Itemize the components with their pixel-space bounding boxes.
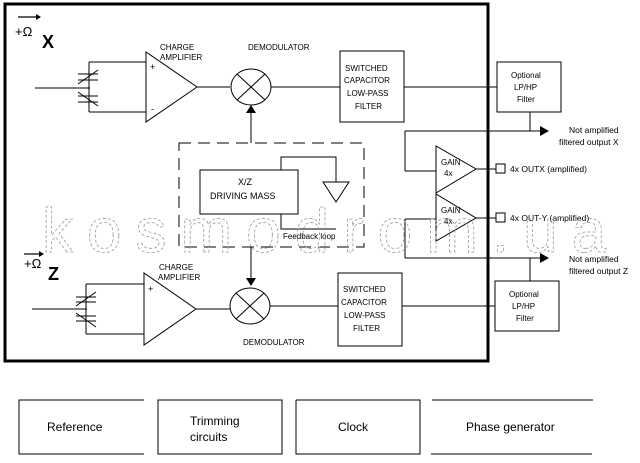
block-trimming-label-1: Trimming — [190, 414, 240, 428]
x-filter-line-2: CAPACITOR — [344, 76, 390, 85]
feedback-loop-label: Feedback loop — [283, 232, 336, 241]
x-opt-line-1: Optional — [511, 71, 541, 80]
z-switched-capacitor-filter — [337, 272, 403, 347]
z-axis-label: Z — [48, 264, 59, 284]
z-charge-amplifier — [143, 272, 197, 346]
z-demod-label: DEMODULATOR — [243, 338, 305, 347]
bottom-blocks: Reference Trimming circuits Clock Phase … — [18, 399, 593, 455]
gain-x-label: GAIN — [441, 158, 461, 167]
x-output-arrow-icon — [540, 126, 549, 136]
gain-stages: GAIN 4x 4x OUTX (amplified) GAIN 4x 4x O… — [404, 131, 589, 258]
channel-z: +Ω Z + CHARGE AMPLIFIER DEMODULATOR SWIT… — [24, 251, 628, 347]
block-clock-label: Clock — [338, 420, 369, 434]
z-filter-line-4: FILTER — [353, 324, 380, 333]
gain-y-label: GAIN — [441, 206, 461, 215]
driving-mass-group: X/Z DRIVING MASS Feedback loop — [178, 105, 365, 286]
channel-x: +Ω X + - CHARGE AMPLIFIER DEMODULATOR SW… — [15, 14, 619, 147]
block-phase-generator-label: Phase generator — [466, 420, 555, 434]
x-switched-capacitor-filter — [339, 50, 405, 123]
driving-mass-box — [199, 169, 299, 215]
feedback-buffer-icon — [322, 181, 350, 203]
z-amp-label-2: AMPLIFIER — [158, 273, 200, 282]
x-output-label-2: filtered output X — [559, 137, 619, 147]
z-optional-filter — [494, 280, 560, 332]
x-amp-plus: + — [150, 62, 155, 72]
z-filter-line-1: SWITCHED — [343, 285, 386, 294]
x-optional-filter — [496, 61, 562, 113]
driving-mass-line-2: DRIVING MASS — [210, 191, 276, 201]
z-variable-capacitor-icon — [75, 291, 97, 328]
z-opt-line-1: Optional — [509, 290, 539, 299]
z-output-arrow-icon — [540, 253, 549, 263]
x-output-label-1: Not amplified — [569, 125, 619, 135]
gain-x-amplifier — [435, 145, 477, 194]
x-charge-amplifier — [145, 51, 198, 123]
gain-x-output-label: 4x OUTX (amplified) — [510, 164, 587, 174]
gain-y-output-label: 4x OUT-Y (amplified) — [510, 213, 589, 223]
z-amp-label-1: CHARGE — [159, 263, 193, 272]
drive-to-z-demod-arrow-icon — [246, 278, 256, 286]
gain-y-factor: 4x — [444, 217, 452, 226]
z-opt-line-3: Filter — [516, 314, 534, 323]
x-rotation-arrowhead-icon — [36, 14, 41, 20]
x-filter-line-1: SWITCHED — [345, 64, 388, 73]
x-opt-line-2: LP/HP — [514, 83, 537, 92]
x-amp-minus: - — [151, 104, 154, 114]
block-trimming — [157, 399, 283, 455]
z-filter-line-2: CAPACITOR — [341, 298, 387, 307]
z-amp-plus: + — [148, 284, 153, 294]
x-filter-line-3: LOW-PASS — [347, 89, 389, 98]
z-output-label-1: Not amplified — [569, 254, 619, 264]
x-omega-label: +Ω — [15, 24, 33, 39]
drive-dashed-boundary — [178, 142, 365, 248]
x-opt-line-3: Filter — [517, 95, 535, 104]
block-trimming-label-2: circuits — [190, 430, 227, 444]
x-variable-capacitor-icon — [77, 69, 99, 107]
chip-boundary — [3, 2, 490, 363]
x-axis-label: X — [42, 32, 54, 52]
x-demod-label: DEMODULATOR — [248, 43, 310, 52]
z-omega-label: +Ω — [24, 256, 42, 271]
driving-mass-line-1: X/Z — [238, 177, 253, 187]
x-amp-label-2: AMPLIFIER — [160, 53, 202, 62]
x-amp-label-1: CHARGE — [160, 43, 194, 52]
z-filter-line-3: LOW-PASS — [344, 311, 386, 320]
gain-y-amplifier — [435, 193, 477, 242]
gain-x-factor: 4x — [444, 169, 452, 178]
block-clock — [295, 399, 421, 455]
z-opt-line-2: LP/HP — [512, 302, 535, 311]
block-reference — [18, 399, 144, 455]
gain-x-output-pin — [495, 163, 506, 174]
drive-to-x-demod-arrow-icon — [246, 105, 256, 113]
gain-y-output-pin — [495, 212, 506, 223]
block-reference-label: Reference — [47, 420, 103, 434]
z-output-label-2: filtered output Z — [569, 266, 628, 276]
x-filter-line-4: FILTER — [355, 102, 382, 111]
feedback-loop-wire — [280, 156, 337, 182]
watermark: kosmodrom.ua — [42, 197, 620, 266]
z-rotation-arrowhead-icon — [39, 251, 44, 257]
